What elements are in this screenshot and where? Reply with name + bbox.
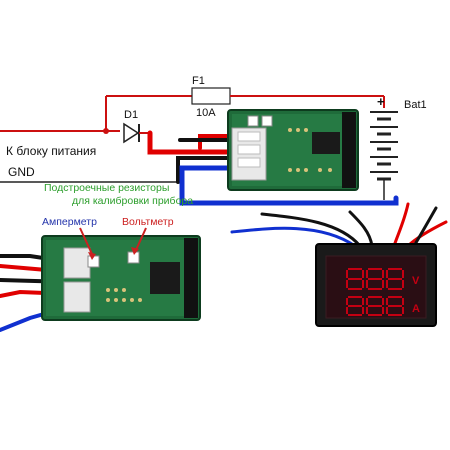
top-trimmer-2 <box>261 115 273 127</box>
black-wire-gnd <box>176 156 234 184</box>
top-module-wires <box>147 130 399 206</box>
power-supply-label: К блоку питания <box>6 144 96 158</box>
top-module <box>227 109 359 191</box>
ammeter-arrow <box>79 227 93 255</box>
top-trimmer-1 <box>247 115 259 127</box>
bl-chip <box>150 262 180 294</box>
red-wire-fuse <box>198 134 234 150</box>
red-wire-diode <box>147 130 233 155</box>
display-black-wire-2 <box>348 210 374 248</box>
battery-plus-label: + <box>377 94 385 109</box>
schematic <box>0 87 398 200</box>
trim-note-line1: Подстроечные резисторы <box>44 182 169 194</box>
voltmeter-label: Вольтметр <box>122 216 174 228</box>
display-black-wire-1 <box>260 212 362 248</box>
top-chip <box>312 132 340 154</box>
ammeter-label: Амперметр <box>42 216 97 228</box>
bl-connector-bottom <box>63 281 91 313</box>
fuse-label: F1 <box>192 75 205 87</box>
fuse-symbol <box>191 87 231 105</box>
display-black-wire-3 <box>412 206 438 248</box>
unit-amps-label: A <box>412 303 420 315</box>
battery-symbol <box>370 111 398 200</box>
blue-wire-battery <box>179 165 399 206</box>
diode-symbol <box>123 122 140 144</box>
digits-volts <box>346 268 404 290</box>
bl-connector-top <box>63 247 91 279</box>
display-red-wire-1 <box>392 202 410 248</box>
bottom-module <box>0 227 201 332</box>
unit-volts-label: V <box>412 275 420 287</box>
gnd-label: GND <box>8 165 35 179</box>
voltmeter-arrow <box>135 227 147 251</box>
digits-amps <box>346 296 404 316</box>
junction-dot <box>103 128 109 134</box>
display-blue-wire <box>230 226 357 248</box>
battery-label: Bat1 <box>404 99 427 111</box>
diode-label: D1 <box>124 109 138 121</box>
display-module <box>230 202 448 327</box>
trim-note-line2: для калибровки прибора <box>72 195 193 207</box>
display-screen <box>325 255 427 319</box>
fuse-rating-label: 10A <box>196 107 216 119</box>
